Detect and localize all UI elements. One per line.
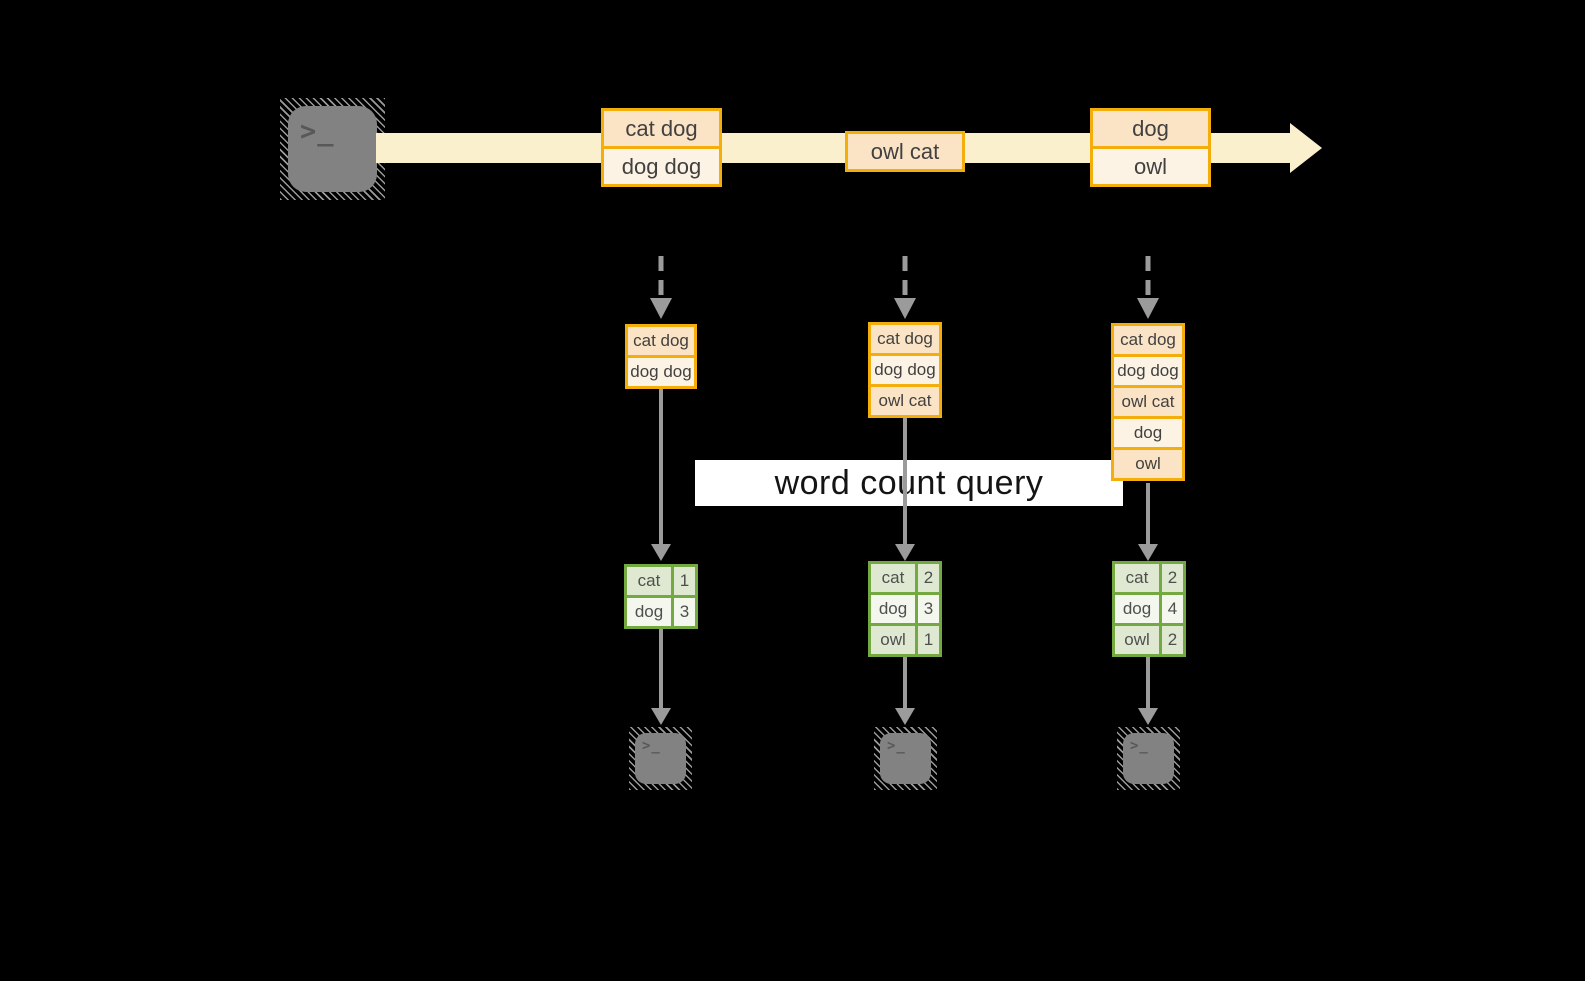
batch-row: dog	[1114, 419, 1182, 447]
batch-table-1: cat dog dog dog	[625, 324, 697, 389]
result-count: 3	[918, 595, 939, 623]
wordcount-result-table-1: cat 1 dog 3	[624, 564, 698, 629]
query-label: word count query	[774, 463, 1044, 502]
dashed-arrow-down-icon	[1137, 256, 1159, 319]
stream-record-box-2: owl cat	[845, 131, 965, 172]
stream-record-cell: owl cat	[848, 134, 962, 169]
output-terminal-icon-3: >_	[1117, 727, 1180, 790]
stream-record-cell: owl	[1093, 149, 1208, 184]
batch-table-2: cat dog dog dog owl cat	[868, 322, 942, 418]
batch-row: cat dog	[628, 327, 694, 355]
result-word: cat	[627, 567, 671, 595]
terminal-prompt-icon: >_	[1130, 738, 1149, 754]
terminal-prompt-icon: >_	[887, 738, 906, 754]
result-count: 2	[1162, 626, 1183, 654]
result-count: 4	[1162, 595, 1183, 623]
arrow-down-icon	[651, 629, 671, 725]
wordcount-result-table-2: cat 2 dog 3 owl 1	[868, 561, 942, 657]
stream-record-box-1: cat dog dog dog	[601, 108, 722, 187]
terminal-prompt-icon: >_	[642, 738, 661, 754]
arrow-down-icon	[895, 418, 915, 561]
terminal-screen: >_	[880, 733, 931, 784]
result-word: owl	[1115, 626, 1159, 654]
arrow-down-icon	[895, 657, 915, 725]
batch-row: cat dog	[871, 325, 939, 353]
dashed-arrow-down-icon	[650, 256, 672, 319]
result-count: 1	[918, 626, 939, 654]
query-banner: word count query	[695, 460, 1123, 506]
batch-row: dog dog	[1114, 357, 1182, 385]
batch-row: cat dog	[1114, 326, 1182, 354]
result-count: 3	[674, 598, 695, 626]
wordcount-result-table-3: cat 2 dog 4 owl 2	[1112, 561, 1186, 657]
result-count: 2	[918, 564, 939, 592]
stream-record-cell: dog dog	[604, 149, 719, 184]
source-terminal-icon: >_	[280, 98, 385, 200]
terminal-screen: >_	[288, 106, 377, 192]
result-word: dog	[1115, 595, 1159, 623]
result-word: dog	[627, 598, 671, 626]
result-word: cat	[871, 564, 915, 592]
batch-row: owl	[1114, 450, 1182, 478]
output-terminal-icon-2: >_	[874, 727, 937, 790]
dashed-arrow-down-icon	[894, 256, 916, 319]
arrow-down-icon	[1138, 657, 1158, 725]
batch-row: dog dog	[871, 356, 939, 384]
stream-record-cell: dog	[1093, 111, 1208, 146]
result-count: 2	[1162, 564, 1183, 592]
arrow-down-icon	[1138, 483, 1158, 561]
result-word: cat	[1115, 564, 1159, 592]
stream-record-box-3: dog owl	[1090, 108, 1211, 187]
arrow-down-icon	[651, 389, 671, 561]
batch-row: owl cat	[871, 387, 939, 415]
terminal-prompt-icon: >_	[300, 116, 335, 147]
stream-timeline-arrowhead-icon	[1290, 123, 1322, 173]
terminal-screen: >_	[1123, 733, 1174, 784]
terminal-screen: >_	[635, 733, 686, 784]
output-terminal-icon-1: >_	[629, 727, 692, 790]
batch-row: dog dog	[628, 358, 694, 386]
batch-row: owl cat	[1114, 388, 1182, 416]
batch-table-3: cat dog dog dog owl cat dog owl	[1111, 323, 1185, 481]
result-count: 1	[674, 567, 695, 595]
result-word: dog	[871, 595, 915, 623]
result-word: owl	[871, 626, 915, 654]
stream-record-cell: cat dog	[604, 111, 719, 146]
